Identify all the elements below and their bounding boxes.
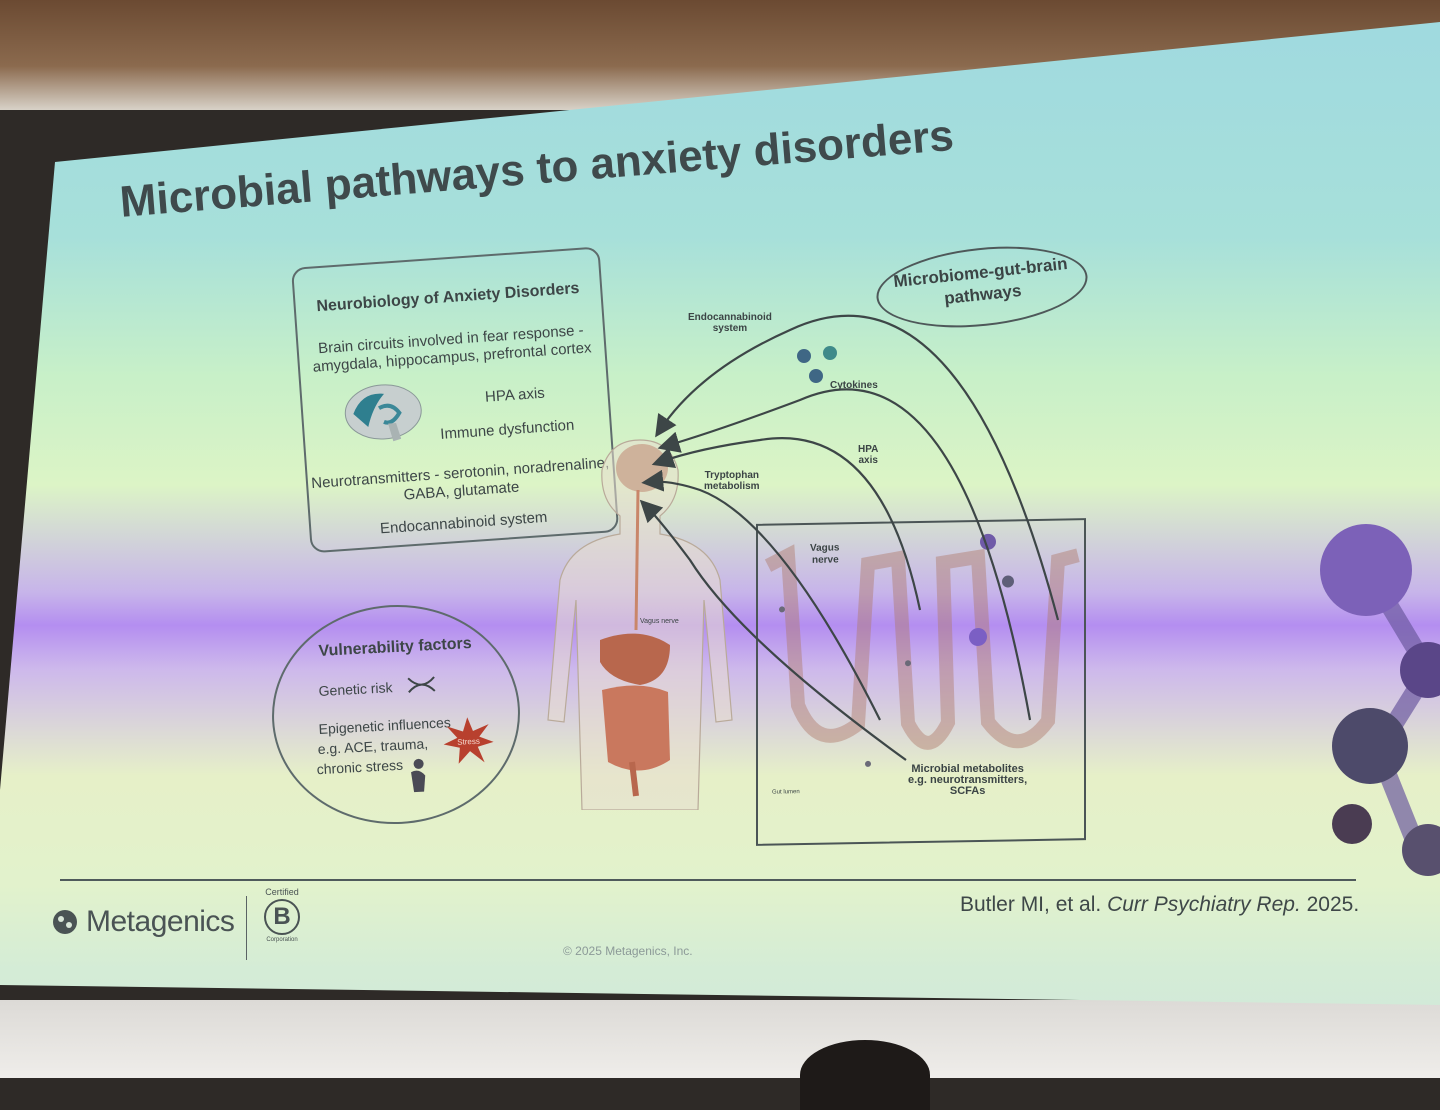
hpa-label-line2: axis: [858, 455, 878, 466]
human-body-illustration: [547, 439, 733, 810]
projection-screen: Microbial pathways to anxiety disorders …: [0, 22, 1440, 1005]
brain-icon: [344, 384, 422, 442]
citation: Butler MI, et al. Curr Psychiatry Rep. 2…: [960, 893, 1359, 917]
tryptophan-label-line1: Tryptophan: [704, 470, 760, 481]
intestines: [602, 685, 670, 771]
tryptophan-label: Tryptophan metabolism: [704, 470, 760, 492]
arrow-endocannabinoid: [655, 314, 1060, 621]
endocannabinoid-label-line1: Endocannabinoid: [688, 312, 772, 323]
bcorp-badge: Certified B Corporation: [262, 887, 302, 943]
logo-separator: [246, 896, 247, 960]
dna-icon: [407, 676, 436, 693]
colon: [629, 761, 639, 797]
liver-stomach: [600, 633, 670, 685]
molecule-decoration: [1320, 524, 1440, 876]
stress-burst-icon: Stress: [443, 717, 494, 764]
tryptophan-label-line2: metabolism: [704, 481, 760, 492]
bcorp-letter: B: [264, 899, 300, 935]
audience-head: [800, 1040, 930, 1110]
metabolites-line1: Microbial metabolites: [911, 763, 1024, 775]
arrow-vagus: [639, 499, 907, 761]
room-background: [0, 1000, 1440, 1078]
citation-authors: Butler MI, et al.: [960, 893, 1102, 916]
pathway-arrows: [639, 314, 1060, 761]
cytokines-label: Cytokines: [830, 380, 878, 391]
arrow-tryptophan: [641, 469, 881, 721]
hpa-label-line1: HPA: [858, 444, 879, 455]
metagenics-logo-icon: [53, 910, 77, 934]
metagenics-logo-text: Metagenics: [86, 905, 235, 938]
metabolites-line3: SCFAs: [949, 785, 986, 797]
bcorp-certified-text: Certified: [265, 887, 299, 897]
person-sitting-icon: [411, 758, 426, 793]
neurobiology-box: Neurobiology of Anxiety Disorders Brain …: [291, 246, 620, 554]
arrow-hpa: [651, 437, 922, 611]
cytokine-dot: [809, 369, 823, 383]
cytokine-dot: [797, 349, 811, 363]
hpa-label: HPA axis: [858, 444, 878, 466]
metabolites-line2: e.g. neurotransmitters,: [908, 774, 1028, 786]
vulnerability-circle: Vulnerability factors Genetic risk Epige…: [266, 598, 526, 831]
citation-year: 2025.: [1306, 893, 1360, 916]
arrow-cytokines: [657, 388, 1032, 721]
microbial-metabolites-label: Microbial metabolites e.g. neurotransmit…: [908, 764, 1027, 797]
citation-journal: Curr Psychiatry Rep.: [1107, 893, 1301, 916]
vagus-nerve-small-label: Vagus nerve: [640, 618, 679, 625]
cytokine-dot: [823, 346, 837, 360]
stress-badge-text: Stress: [457, 737, 480, 747]
footer-divider: [60, 879, 1356, 881]
bcorp-corporation-text: Corporation: [266, 937, 298, 943]
endocannabinoid-label-line2: system: [712, 323, 748, 334]
metagenics-logo: Metagenics: [52, 905, 235, 939]
endocannabinoid-label: Endocannabinoid system: [688, 312, 772, 334]
spinal-cord: [634, 489, 640, 631]
copyright-text: © 2025 Metagenics, Inc.: [563, 944, 693, 958]
